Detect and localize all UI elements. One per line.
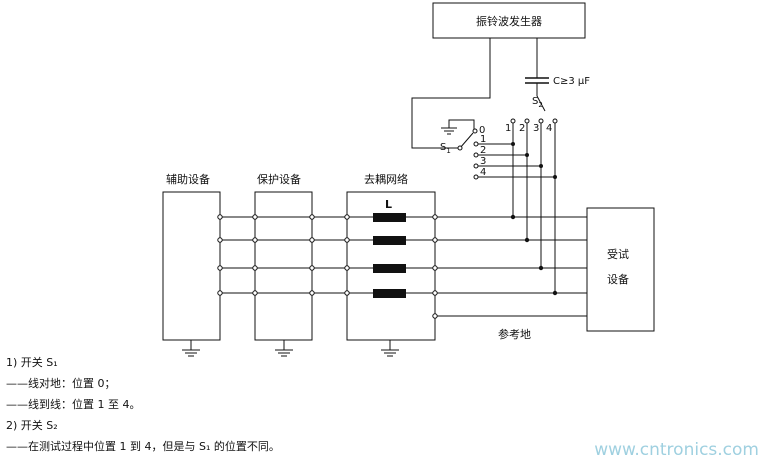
s1-contact <box>473 152 479 158</box>
s1-label: S1 <box>440 142 451 155</box>
junction-dot <box>510 214 516 220</box>
s1-pos-label-4: 4 <box>480 167 486 178</box>
inductor-1 <box>373 213 406 222</box>
terminal <box>309 265 315 271</box>
s1-pos-label-2: 2 <box>480 145 486 156</box>
reference-ground-label: 参考地 <box>498 327 531 341</box>
terminal <box>309 290 315 296</box>
capacitor-label: C≥3 μF <box>553 76 590 87</box>
terminal <box>344 214 350 220</box>
aux-equipment-label: 辅助设备 <box>166 172 210 186</box>
s1-ground-wire <box>448 119 475 130</box>
s2-contact <box>552 118 558 124</box>
terminal <box>252 265 258 271</box>
s1-pos-label-3: 3 <box>480 156 486 167</box>
junction-dot <box>525 153 529 157</box>
eut-label-line2: 设备 <box>607 272 629 286</box>
terminal <box>432 237 438 243</box>
s2-pos-label-2: 2 <box>519 123 525 134</box>
s2-label: S2 <box>532 96 543 109</box>
s1-contact <box>473 163 479 169</box>
s2-pos-label-1: 1 <box>505 123 511 134</box>
s1-blade <box>459 132 474 149</box>
generator-label: 振铃波发生器 <box>476 14 542 28</box>
junction-dot <box>524 237 530 243</box>
junction-dot <box>539 164 543 168</box>
protection-equipment-label: 保护设备 <box>257 172 301 186</box>
terminal <box>344 237 350 243</box>
terminal <box>344 265 350 271</box>
watermark: www.cntronics.com <box>594 440 759 460</box>
inductor-3 <box>373 264 406 273</box>
junction-dot <box>538 265 544 271</box>
terminal <box>432 290 438 296</box>
terminal <box>309 214 315 220</box>
decoupling-network-label: 去耦网络 <box>364 172 408 186</box>
junction-dot <box>511 142 515 146</box>
s1-pos-label-0: 0 <box>479 125 485 136</box>
note-line-to-line: ——线到线：位置 1 至 4。 <box>6 398 141 411</box>
note-line-to-ground: ——线对地：位置 0； <box>6 377 116 390</box>
terminal <box>252 290 258 296</box>
note-s2-positions: ——在测试过程中位置 1 到 4，但是与 S₁ 的位置不同。 <box>6 440 280 453</box>
terminal <box>217 237 223 243</box>
s2-contact <box>524 118 530 124</box>
inductor-label: L <box>385 198 392 211</box>
terminal <box>432 313 438 319</box>
junction-dot <box>552 290 558 296</box>
terminal <box>432 214 438 220</box>
s2-blade <box>536 95 546 112</box>
terminal <box>217 290 223 296</box>
s1-contact <box>473 141 479 147</box>
s2-pos-label-3: 3 <box>533 123 539 134</box>
inductor-4 <box>373 289 406 298</box>
terminal <box>252 214 258 220</box>
generator-to-s1-wire <box>411 38 491 149</box>
junction-dot <box>553 175 557 179</box>
s2-contact <box>510 118 516 124</box>
s2-contact <box>538 118 544 124</box>
s1-common <box>457 145 463 151</box>
s1-contact <box>473 174 479 180</box>
terminal <box>344 290 350 296</box>
note-switch-s1: 1) 开关 S₁ <box>6 356 58 369</box>
terminal <box>217 265 223 271</box>
s1-contact <box>472 128 478 134</box>
eut-label-line1: 受试 <box>607 248 629 261</box>
s2-pos-label-4: 4 <box>546 123 552 134</box>
inductor-2 <box>373 236 406 245</box>
note-switch-s2: 2) 开关 S₂ <box>6 419 58 432</box>
terminal <box>309 237 315 243</box>
terminal <box>432 265 438 271</box>
s1-pos-label-1: 1 <box>480 134 486 145</box>
aux-equipment-box <box>162 191 221 341</box>
protection-equipment-box <box>254 191 313 341</box>
terminal <box>217 214 223 220</box>
generator-box <box>432 2 586 39</box>
eut-box <box>586 207 655 332</box>
terminal <box>252 237 258 243</box>
